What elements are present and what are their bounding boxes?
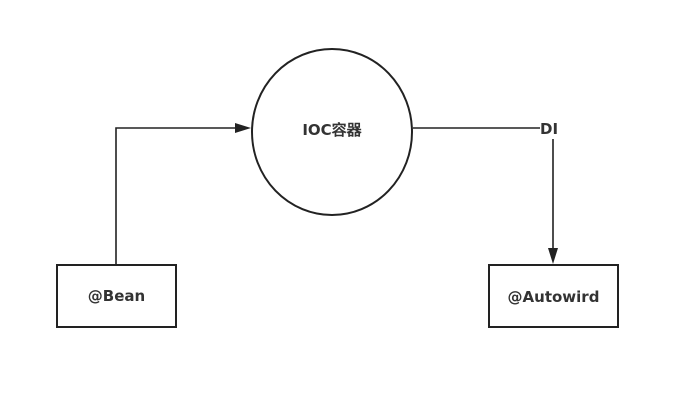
node-bean: @Bean: [56, 264, 177, 328]
node-bean-box: [56, 264, 177, 328]
node-ioc-label: IOC容器: [302, 121, 362, 139]
node-bean-label: @Bean: [88, 287, 145, 305]
node-ioc-container: IOC容器: [251, 48, 413, 216]
edge-bean-to-ioc-line: [115, 127, 238, 265]
edge-ioc-to-autowird-arrowhead: [548, 248, 558, 264]
edge-bean-to-ioc-arrowhead: [235, 123, 251, 133]
edge-ioc-to-autowird: DI: [413, 120, 558, 264]
edge-label-di: DI: [540, 120, 558, 138]
edge-bean-to-ioc: [115, 123, 251, 265]
node-autowird-label: @Autowird: [508, 288, 600, 306]
node-autowird: @Autowird: [488, 264, 619, 328]
node-ioc-circle: [251, 48, 413, 216]
node-autowird-box: [488, 264, 619, 328]
